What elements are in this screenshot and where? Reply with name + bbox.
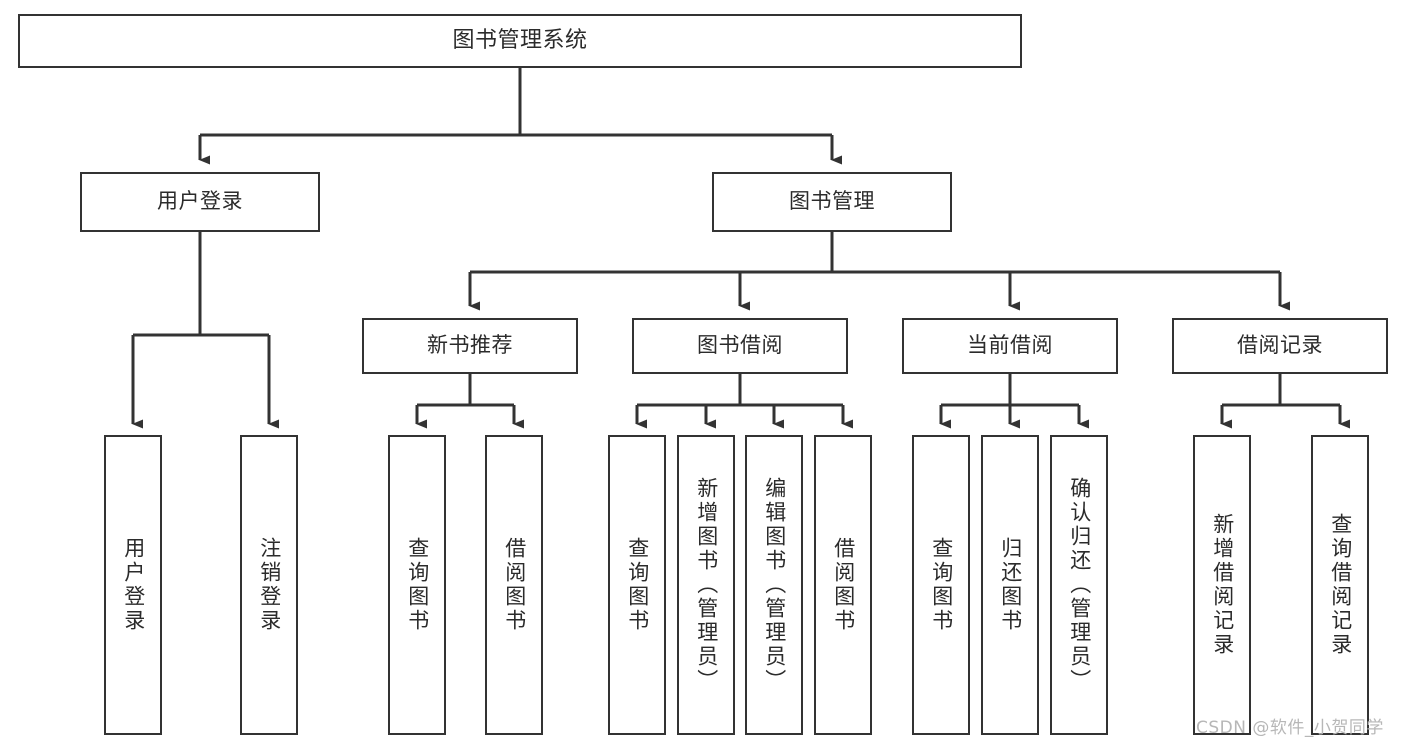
node-user-login[interactable]: 用户登录 [80, 172, 320, 232]
leaf-return-book[interactable]: 归还图书 [981, 435, 1039, 735]
leaf-logout-login-label: 注销登录 [257, 537, 282, 633]
leaf-borrow-book-2-label: 借阅图书 [831, 537, 856, 633]
leaf-user-login-label: 用户登录 [121, 537, 146, 633]
node-borrow-record-label: 借阅记录 [1237, 333, 1323, 358]
leaf-add-record[interactable]: 新增借阅记录 [1193, 435, 1251, 735]
node-current-borrow[interactable]: 当前借阅 [902, 318, 1118, 374]
leaf-query-book-2[interactable]: 查询图书 [608, 435, 666, 735]
leaf-query-book-3[interactable]: 查询图书 [912, 435, 970, 735]
leaf-add-book-label: 新增图书（管理员） [694, 477, 719, 693]
leaf-borrow-book-1[interactable]: 借阅图书 [485, 435, 543, 735]
node-book-manage[interactable]: 图书管理 [712, 172, 952, 232]
node-borrow-record[interactable]: 借阅记录 [1172, 318, 1388, 374]
leaf-query-record[interactable]: 查询借阅记录 [1311, 435, 1369, 735]
leaf-query-book-1[interactable]: 查询图书 [388, 435, 446, 735]
node-current-borrow-label: 当前借阅 [967, 333, 1053, 358]
leaf-borrow-book-1-label: 借阅图书 [502, 537, 527, 633]
leaf-query-book-3-label: 查询图书 [929, 537, 954, 633]
leaf-add-book[interactable]: 新增图书（管理员） [677, 435, 735, 735]
leaf-edit-book[interactable]: 编辑图书（管理员） [745, 435, 803, 735]
leaf-edit-book-label: 编辑图书（管理员） [762, 477, 787, 693]
watermark: CSDN @软件_小贺同学 [1196, 718, 1384, 738]
leaf-confirm-return-label: 确认归还（管理员） [1067, 477, 1092, 693]
leaf-query-book-1-label: 查询图书 [405, 537, 430, 633]
leaf-confirm-return[interactable]: 确认归还（管理员） [1050, 435, 1108, 735]
node-new-book-recommend[interactable]: 新书推荐 [362, 318, 578, 374]
node-book-manage-label: 图书管理 [789, 189, 875, 214]
leaf-return-book-label: 归还图书 [998, 537, 1023, 633]
leaf-query-book-2-label: 查询图书 [625, 537, 650, 633]
node-book-borrow-label: 图书借阅 [697, 333, 783, 358]
leaf-query-record-label: 查询借阅记录 [1328, 513, 1353, 657]
leaf-logout-login[interactable]: 注销登录 [240, 435, 298, 735]
node-user-login-label: 用户登录 [157, 189, 243, 214]
leaf-user-login[interactable]: 用户登录 [104, 435, 162, 735]
node-new-book-recommend-label: 新书推荐 [427, 333, 513, 358]
leaf-add-record-label: 新增借阅记录 [1210, 513, 1235, 657]
leaf-borrow-book-2[interactable]: 借阅图书 [814, 435, 872, 735]
node-root[interactable]: 图书管理系统 [18, 14, 1022, 68]
node-root-label: 图书管理系统 [452, 27, 588, 53]
node-book-borrow[interactable]: 图书借阅 [632, 318, 848, 374]
